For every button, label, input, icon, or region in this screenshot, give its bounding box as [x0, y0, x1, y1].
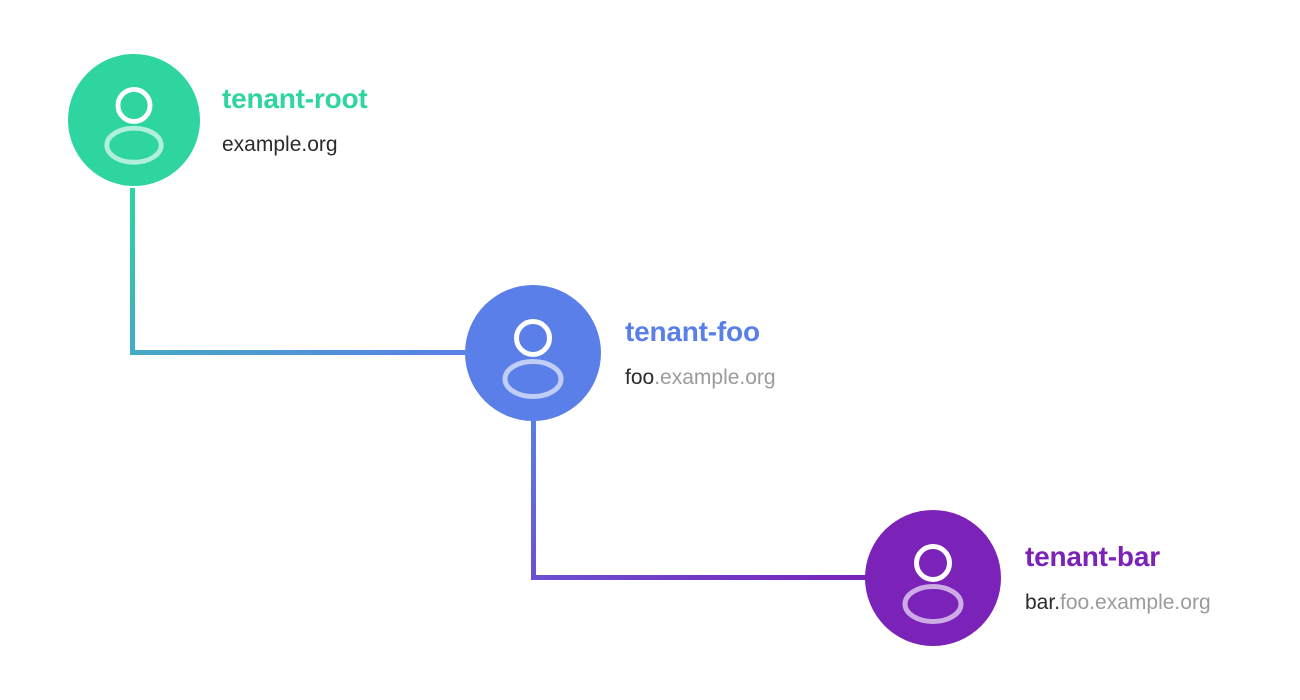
- node-subtitle-tenant-root: example.org: [222, 132, 368, 156]
- node-title-tenant-bar: tenant-bar: [1025, 541, 1160, 573]
- node-tenant-foo[interactable]: tenant-foo foo.example.org: [465, 285, 776, 421]
- node-label-group-tenant-bar: tenant-bar bar.foo.example.org: [1025, 542, 1211, 613]
- user-avatar-icon: [465, 285, 601, 421]
- node-subtitle-tenant-foo: foo.example.org: [625, 365, 776, 389]
- node-label-group-tenant-root: tenant-root example.org: [222, 84, 368, 155]
- domain-muted-tenant-foo: .example.org: [654, 365, 776, 389]
- node-subtitle-tenant-bar: bar.foo.example.org: [1025, 590, 1211, 614]
- edge-tenant-foo-to-tenant-bar: [531, 421, 866, 580]
- user-avatar-icon: [865, 510, 1001, 646]
- domain-muted-tenant-bar: foo.example.org: [1060, 590, 1211, 614]
- edge-tenant-root-to-tenant-foo: [130, 188, 465, 355]
- user-avatar-icon: [68, 54, 200, 186]
- node-tenant-root[interactable]: tenant-root example.org: [68, 54, 368, 186]
- node-tenant-bar[interactable]: tenant-bar bar.foo.example.org: [865, 510, 1211, 646]
- domain-strong-tenant-foo: foo: [625, 365, 655, 389]
- node-title-tenant-foo: tenant-foo: [625, 316, 760, 348]
- avatar-tenant-bar[interactable]: [865, 510, 1001, 646]
- domain-strong-tenant-root: example.org: [222, 132, 338, 156]
- node-title-tenant-root: tenant-root: [222, 83, 368, 115]
- node-label-group-tenant-foo: tenant-foo foo.example.org: [625, 317, 776, 388]
- avatar-tenant-root[interactable]: [68, 54, 200, 186]
- avatar-tenant-foo[interactable]: [465, 285, 601, 421]
- domain-strong-tenant-bar: bar.: [1025, 590, 1061, 614]
